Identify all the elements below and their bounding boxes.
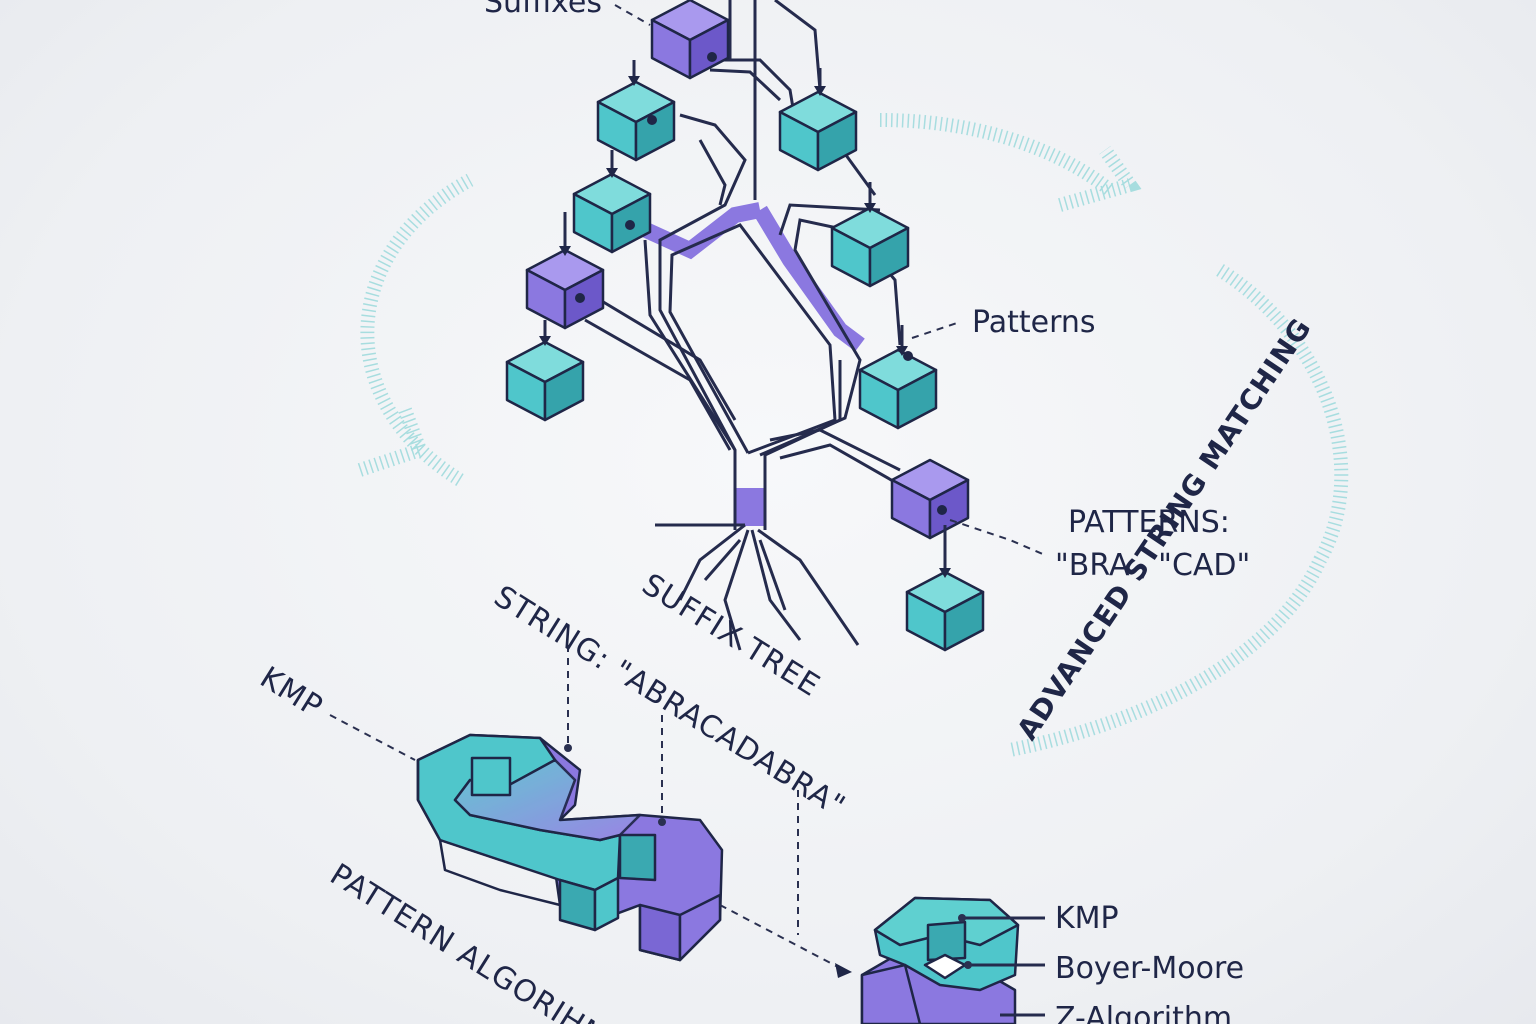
- label-patterns-list-1: PATTERNS:: [1068, 505, 1230, 540]
- cube-node: [596, 80, 676, 162]
- cube-node: [890, 458, 970, 540]
- cube-node: [650, 0, 730, 80]
- leader-lines: [329, 4, 1046, 1017]
- tree-nodes: [505, 0, 985, 652]
- cube-node: [858, 348, 938, 430]
- cube-node: [572, 172, 652, 254]
- label-kmp-top: KMP: [254, 660, 329, 725]
- link-icon-small: [860, 896, 1020, 1024]
- cube-node: [905, 570, 985, 652]
- label-advanced-string-matching: ADVANCED STRING MATCHING: [1010, 312, 1318, 746]
- cube-node: [505, 340, 585, 422]
- suffix-tree-branches: [584, 0, 902, 651]
- cube-node: [830, 206, 910, 288]
- algo-kmp: KMP: [1055, 901, 1119, 936]
- trunk-band: [735, 488, 765, 526]
- algo-boyer-moore: Boyer-Moore: [1055, 951, 1244, 986]
- label-patterns: Patterns: [972, 305, 1096, 340]
- node-connectors: [539, 52, 951, 578]
- cycle-arrow-background: [357, 113, 1349, 757]
- label-suffixes: Suffixes: [484, 0, 602, 20]
- cube-node: [525, 248, 605, 330]
- link-icon: [416, 733, 724, 962]
- label-patterns-list-2: "BRA , "CAD": [1055, 548, 1250, 583]
- cube-node: [778, 90, 858, 172]
- algo-z-algorithm: Z-Algorithm: [1055, 1001, 1232, 1024]
